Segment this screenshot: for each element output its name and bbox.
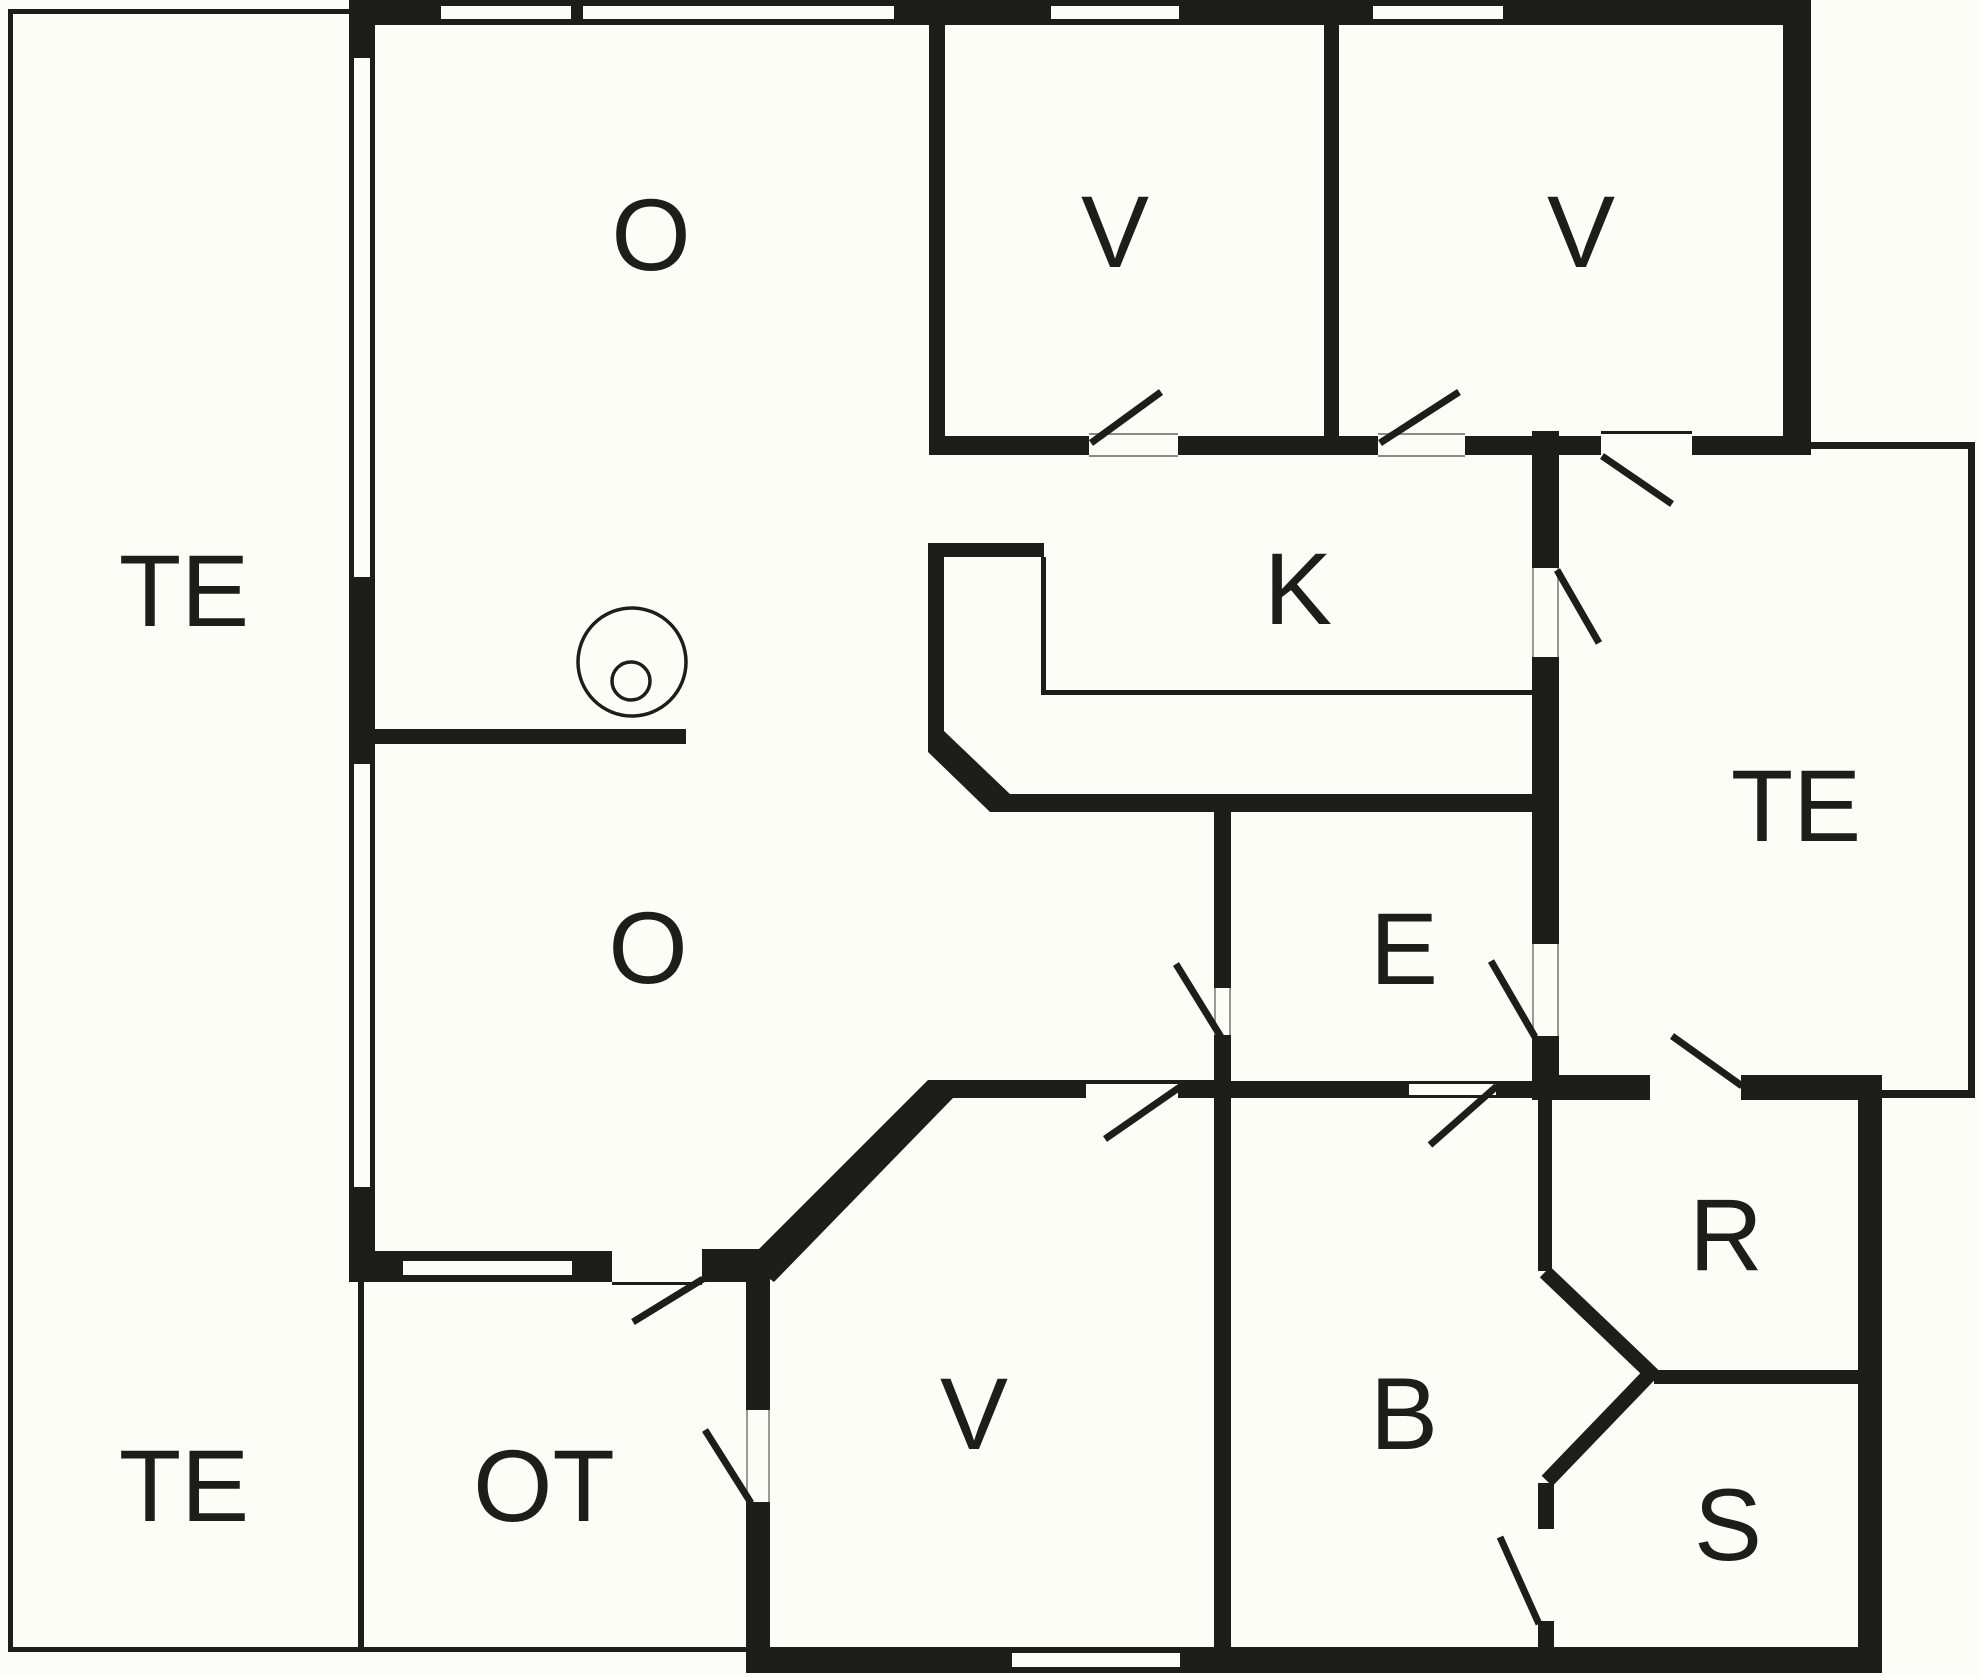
svg-text:E: E — [1370, 892, 1438, 1006]
svg-text:O: O — [611, 178, 690, 292]
svg-text:K: K — [1264, 532, 1332, 646]
svg-text:R: R — [1689, 1178, 1763, 1292]
svg-text:V: V — [940, 1357, 1008, 1471]
svg-text:OT: OT — [473, 1429, 615, 1543]
svg-text:TE: TE — [119, 1429, 249, 1543]
svg-text:TE: TE — [119, 534, 249, 648]
svg-text:V: V — [1081, 175, 1149, 289]
svg-text:O: O — [608, 891, 687, 1005]
svg-text:S: S — [1694, 1468, 1762, 1582]
svg-text:B: B — [1370, 1357, 1438, 1471]
svg-text:TE: TE — [1731, 749, 1861, 863]
svg-text:V: V — [1547, 175, 1615, 289]
